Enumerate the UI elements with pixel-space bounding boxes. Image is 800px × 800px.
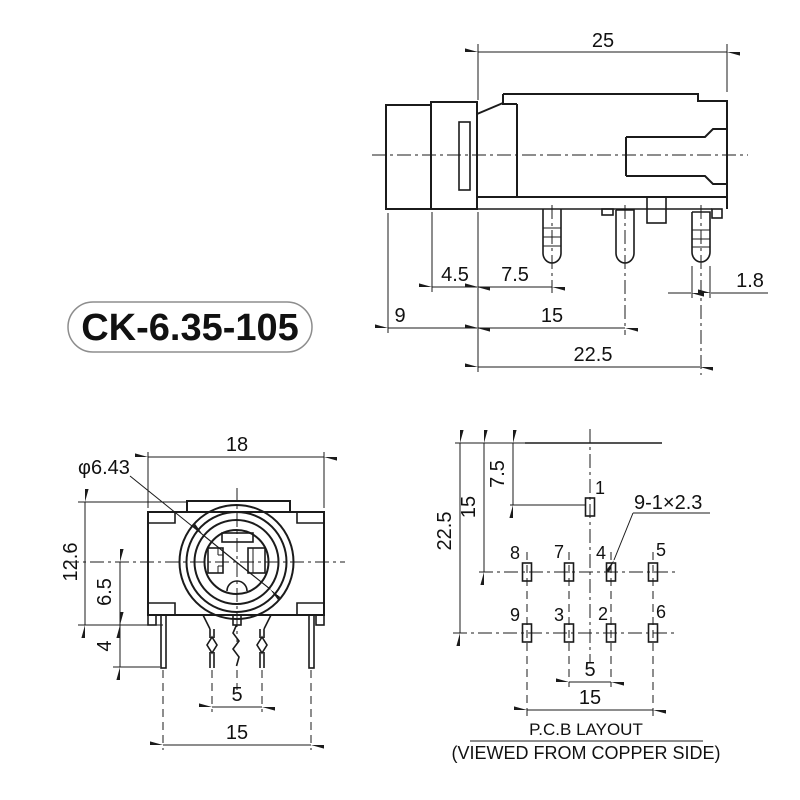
pad-6 bbox=[647, 623, 659, 643]
base-step bbox=[711, 208, 723, 219]
dim-center-to-bottom: 6.5 bbox=[94, 578, 116, 606]
front-pin-4 bbox=[256, 614, 272, 668]
second-ring bbox=[185, 511, 288, 613]
dim-pin3-offset: 22.5 bbox=[574, 344, 613, 366]
body-chamfer bbox=[476, 102, 504, 115]
dim-pin-length: 4 bbox=[94, 640, 116, 651]
jack-channel-bottom bbox=[626, 175, 727, 185]
pcb-caption-note: (VIEWED FROM COPPER SIDE) bbox=[451, 743, 720, 763]
pin-c bbox=[691, 211, 711, 263]
pad-label-7: 7 bbox=[554, 542, 564, 562]
dim-nut-length: 4.5 bbox=[441, 264, 469, 286]
pad-label-6: 6 bbox=[656, 602, 666, 622]
pad-7 bbox=[563, 562, 575, 582]
jack-bore bbox=[203, 529, 270, 595]
dim-inner-pin-pitch: 5 bbox=[231, 684, 242, 706]
front-body bbox=[147, 511, 325, 616]
outer-ring bbox=[178, 504, 295, 620]
right-contact bbox=[247, 547, 266, 574]
jack-channel-top bbox=[626, 128, 727, 138]
pad-9 bbox=[521, 623, 533, 643]
dim-inner-pitch: 5 bbox=[584, 659, 595, 681]
bottom-contact-arc bbox=[226, 580, 248, 592]
pad-label-4: 4 bbox=[596, 543, 606, 563]
body-flange-left bbox=[502, 94, 517, 105]
base-notch bbox=[601, 208, 614, 216]
top-tab bbox=[186, 500, 291, 513]
nut-slot bbox=[458, 121, 471, 191]
dim-overall-length: 25 bbox=[592, 30, 614, 52]
left-contact bbox=[207, 547, 224, 574]
pad-label-3: 3 bbox=[554, 605, 564, 625]
dim-body-width: 18 bbox=[226, 434, 248, 456]
pad-5 bbox=[647, 562, 659, 582]
pad-label-5: 5 bbox=[656, 540, 666, 560]
pad-label-8: 8 bbox=[510, 543, 520, 563]
pcb-caption: P.C.B LAYOUT bbox=[529, 720, 643, 739]
dim-pin-width: 1.8 bbox=[736, 270, 764, 292]
part-label-badge: CK-6.35-105 bbox=[67, 301, 313, 353]
front-pin-right bbox=[308, 614, 315, 669]
front-extension-lines bbox=[78, 452, 325, 668]
dim-body-height: 12.6 bbox=[60, 543, 82, 582]
sleeve-outline bbox=[385, 104, 432, 210]
front-pin-2 bbox=[202, 614, 218, 668]
dim-outer-pin-pitch: 15 bbox=[226, 722, 248, 744]
pcb-layout: 1 8 7 4 5 9 3 2 6 9-1×2.3 7.5 15 22.5 5 … bbox=[434, 429, 721, 763]
hole-spec-leader-arrow bbox=[614, 512, 634, 560]
pcb-column-lines bbox=[526, 552, 654, 716]
pad-3 bbox=[563, 623, 575, 643]
dim-row1-offset: 7.5 bbox=[487, 460, 509, 488]
side-extension-lines bbox=[387, 44, 728, 372]
nut-outline bbox=[430, 101, 478, 210]
left-foot bbox=[147, 614, 157, 626]
pad-label-9: 9 bbox=[510, 605, 520, 625]
body-top-flange bbox=[503, 93, 728, 209]
pad-8 bbox=[521, 562, 533, 582]
pin-b bbox=[615, 209, 635, 264]
front-pin-center-zigzag bbox=[232, 624, 240, 667]
pad-label-2: 2 bbox=[598, 604, 608, 624]
right-foot bbox=[315, 614, 325, 626]
diameter-arrow-lower bbox=[235, 561, 270, 589]
side-view: 25 4.5 7.5 1.8 9 15 22.5 bbox=[372, 30, 768, 375]
pad-2 bbox=[605, 623, 617, 643]
mount-tab bbox=[646, 196, 667, 224]
third-ring bbox=[193, 519, 280, 605]
dim-pin2-offset: 15 bbox=[541, 305, 563, 327]
pad-label-1: 1 bbox=[595, 478, 605, 498]
dim-pin1-offset: 7.5 bbox=[501, 264, 529, 286]
diameter-arrow-upper bbox=[203, 535, 237, 563]
front-view: φ6.43 18 12.6 6.5 4 5 15 bbox=[60, 434, 345, 750]
front-pin-extension-lines bbox=[162, 670, 312, 750]
dim-row2-offset: 15 bbox=[458, 496, 480, 518]
part-number: CK-6.35-105 bbox=[81, 307, 299, 349]
hole-spec-label: 9-1×2.3 bbox=[634, 492, 702, 514]
left-contact-notch bbox=[217, 548, 223, 573]
front-pin-center-stem bbox=[232, 614, 242, 626]
dim-jack-diameter: φ6.43 bbox=[78, 457, 130, 479]
top-contact-slot bbox=[221, 532, 254, 543]
corner-blocks bbox=[148, 512, 324, 615]
pad-1 bbox=[584, 497, 596, 517]
badge-outline bbox=[67, 301, 313, 353]
dim-row3-offset: 22.5 bbox=[434, 512, 456, 551]
dim-bushing-length: 9 bbox=[394, 305, 405, 327]
front-pin-left bbox=[160, 614, 167, 669]
dim-outer-pitch: 15 bbox=[579, 687, 601, 709]
